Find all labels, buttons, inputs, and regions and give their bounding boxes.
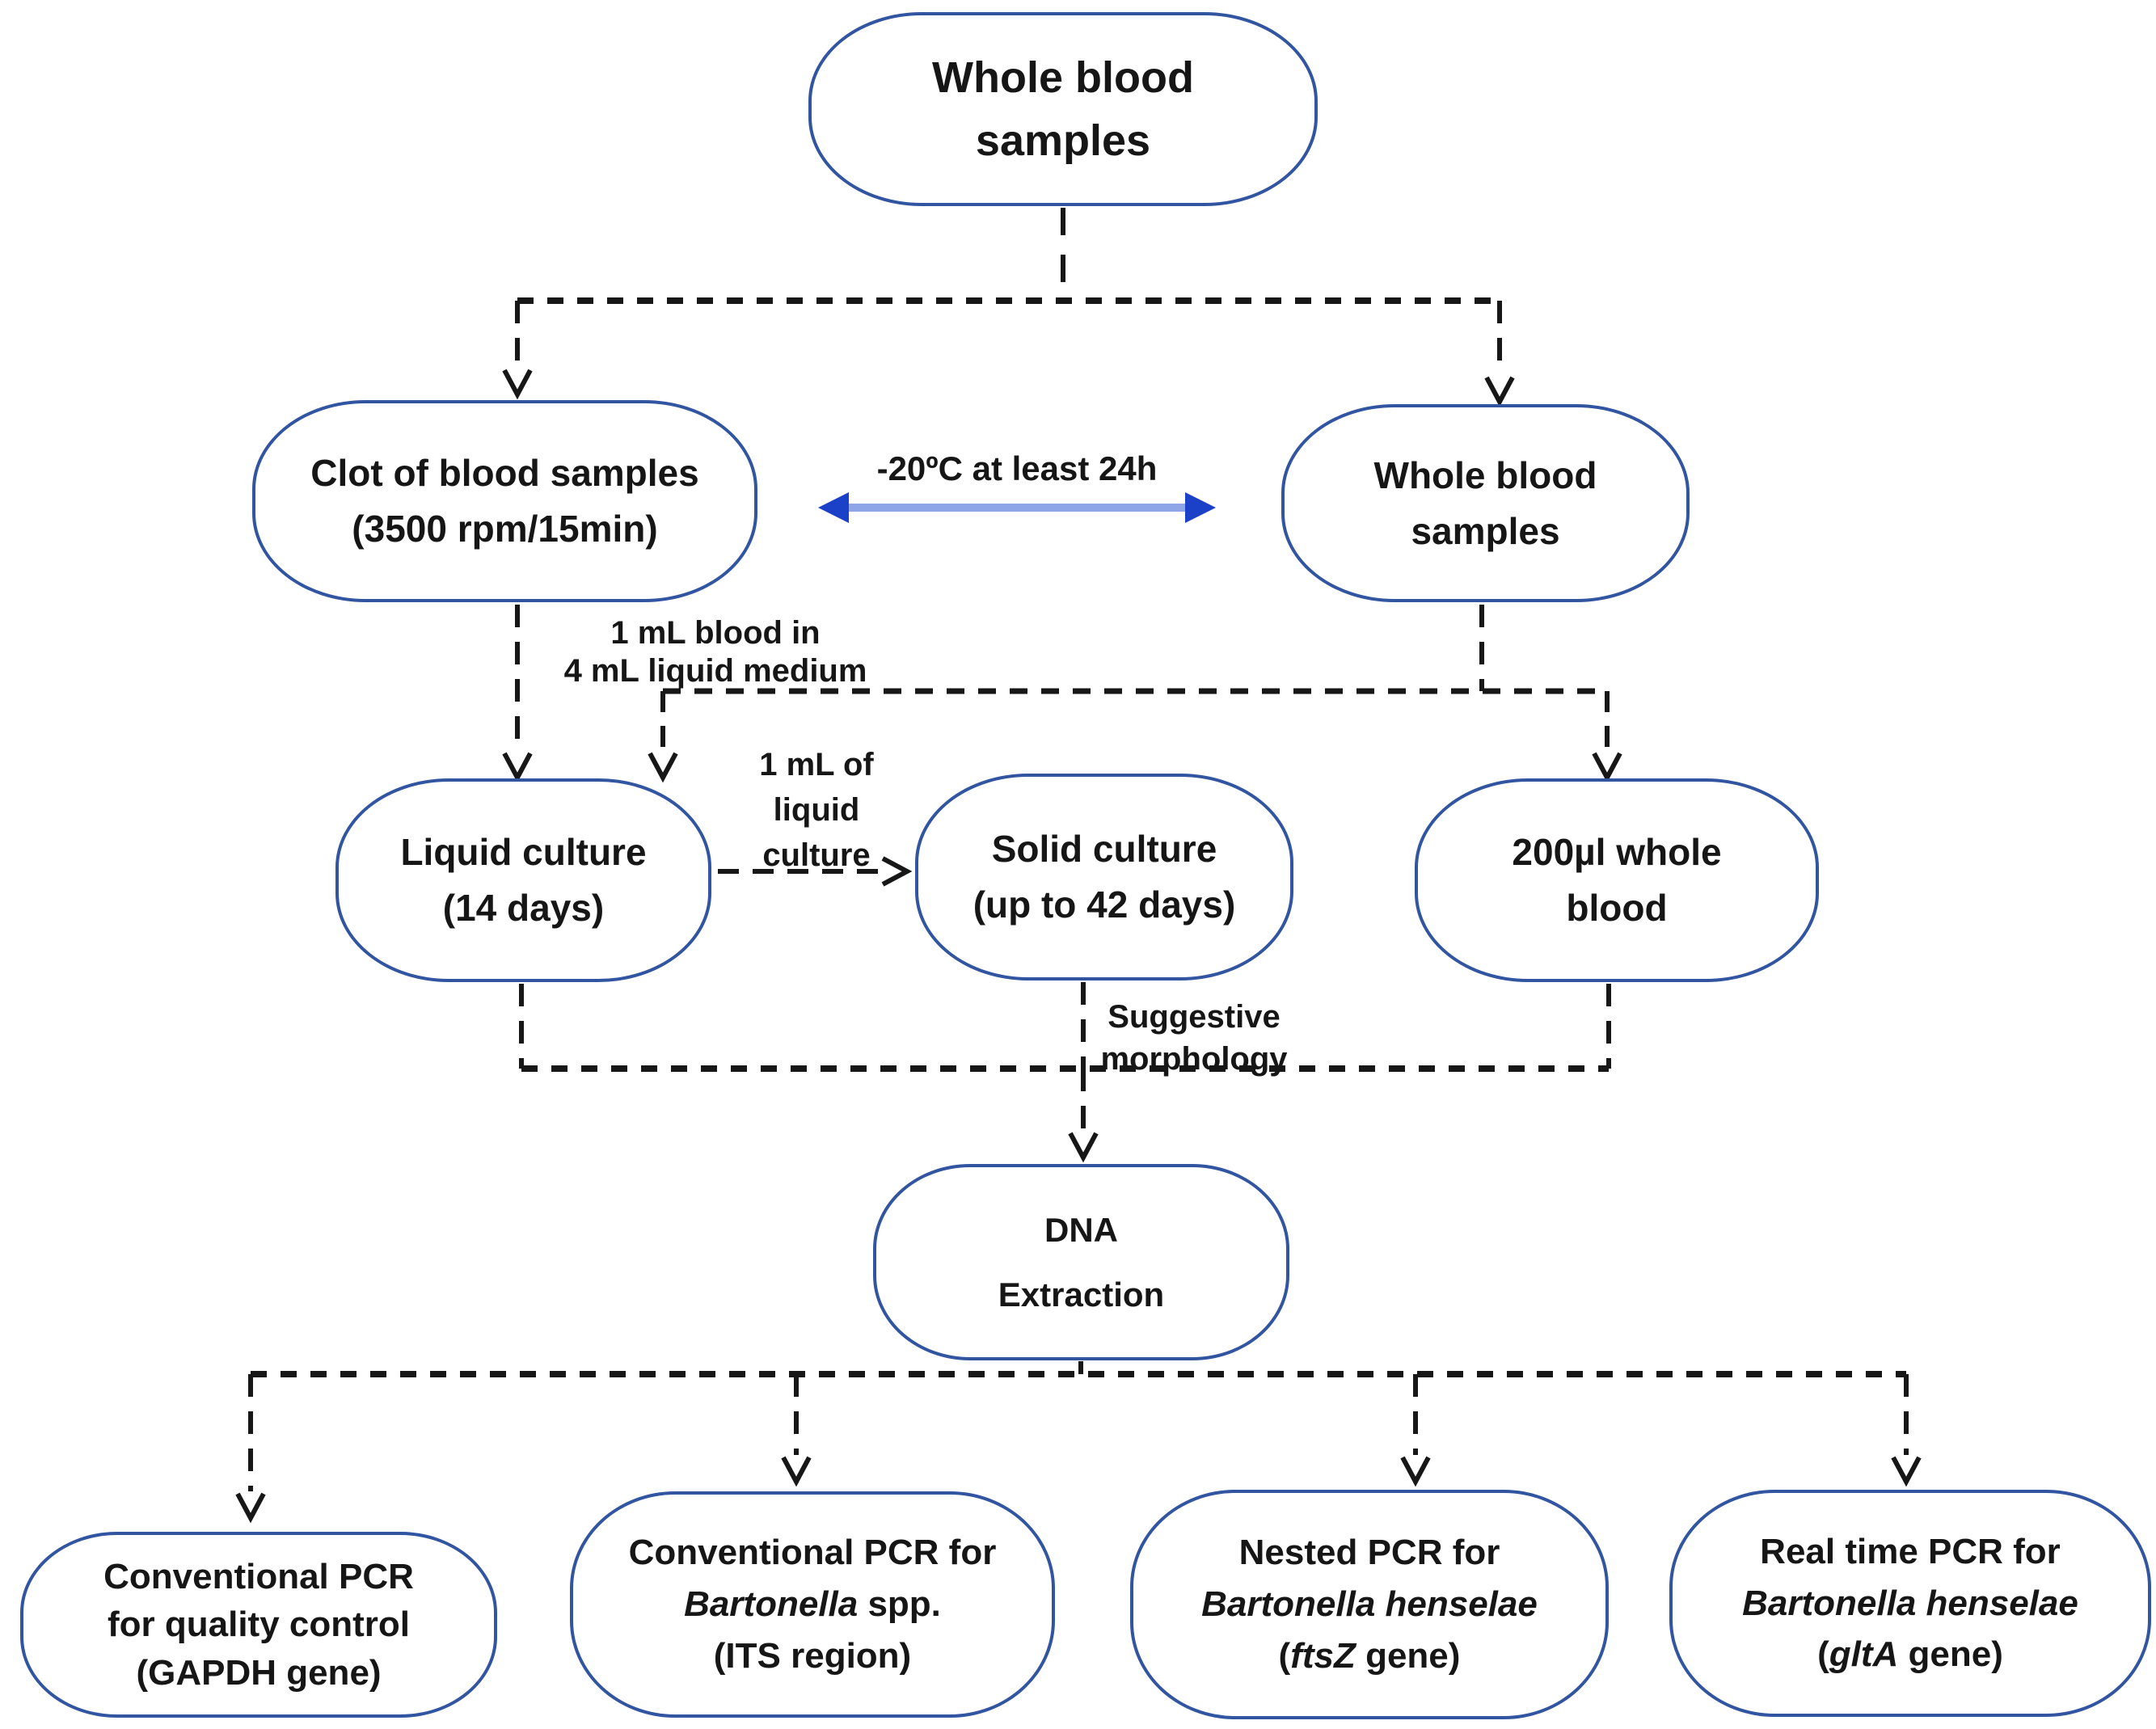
node-nested-pcr-bartonella-henselae: Nested PCR for Bartonella henselae (ftsZ… <box>1130 1490 1609 1719</box>
freeze-arrow-head-left <box>818 492 849 523</box>
node-line: (GAPDH gene) <box>136 1652 382 1693</box>
arrowhead-into-200ul <box>1592 752 1622 783</box>
node-line: Conventional PCR for <box>628 1533 997 1573</box>
node-line: (ITS region) <box>713 1635 912 1676</box>
node-conventional-pcr-bartonella-spp: Conventional PCR for Bartonella spp. (IT… <box>570 1491 1055 1718</box>
arrowhead-into-whole-blood-right <box>1484 376 1515 407</box>
node-line: (ftsZ gene) <box>1278 1635 1461 1676</box>
arrowhead-into-pcr-bartonella-spp <box>781 1456 812 1487</box>
node-line: (3500 rpm/15min) <box>352 508 658 550</box>
arrowhead-into-clot <box>502 369 533 400</box>
label-line: 1 mL blood in <box>610 615 821 651</box>
arrowhead-into-liquid-culture-right <box>648 752 678 783</box>
node-line: Liquid culture <box>400 831 647 873</box>
arrowhead-into-pcr-quality <box>235 1492 266 1524</box>
node-line: Real time PCR for <box>1760 1531 2061 1571</box>
node-clot-of-blood-samples: Clot of blood samples (3500 rpm/15min) <box>252 400 757 602</box>
node-real-time-pcr-bartonella-henselae: Real time PCR for Bartonella henselae (g… <box>1669 1490 2151 1717</box>
node-whole-blood-samples-right: Whole blood samples <box>1281 404 1690 602</box>
freeze-arrow-head-right <box>1185 492 1216 523</box>
node-line: (up to 42 days) <box>973 883 1236 926</box>
node-line: DNA <box>1044 1210 1118 1249</box>
node-line: Bartonella henselae <box>1201 1584 1538 1625</box>
node-200ul-whole-blood: 200µl whole blood <box>1415 778 1819 982</box>
node-line: Clot of blood samples <box>310 452 699 494</box>
arrowhead-into-liquid-culture-left <box>502 752 533 783</box>
label-suggestive-morphology: Suggestive morphology <box>1085 996 1303 1080</box>
label-line: liquid <box>773 792 860 828</box>
freeze-double-arrow <box>818 492 1216 523</box>
label-line: morphology <box>1100 1041 1288 1077</box>
node-conventional-pcr-quality-control: Conventional PCR for quality control (GA… <box>20 1532 497 1718</box>
node-line: Bartonella spp. <box>684 1584 941 1625</box>
node-line: Nested PCR for <box>1238 1533 1500 1573</box>
node-line: for quality control <box>108 1605 410 1645</box>
node-line: 200µl whole <box>1512 831 1722 873</box>
node-whole-blood-samples-top: Whole blood samples <box>808 12 1318 206</box>
node-line: Conventional PCR <box>103 1556 414 1596</box>
node-line: samples <box>975 116 1151 165</box>
node-line: (gltA gene) <box>1817 1634 2003 1675</box>
label-line: culture <box>762 837 871 873</box>
node-solid-culture: Solid culture (up to 42 days) <box>915 774 1293 980</box>
node-line: Extraction <box>998 1275 1165 1314</box>
node-line: samples <box>1411 509 1560 552</box>
node-line: Solid culture <box>991 828 1217 870</box>
label-line: 4 mL liquid medium <box>563 653 867 689</box>
arrowhead-into-pcr-nested <box>1400 1456 1431 1487</box>
node-line: (14 days) <box>442 887 605 929</box>
label-1ml-liquid-culture: 1 mL of liquid culture <box>711 742 922 878</box>
node-line: blood <box>1566 887 1668 929</box>
node-line: Bartonella henselae <box>1742 1583 2078 1623</box>
node-dna-extraction: DNA Extraction <box>873 1164 1289 1360</box>
arrowhead-into-dna <box>1068 1132 1099 1163</box>
label-freeze-24h: -20ºC at least 24h <box>876 449 1158 487</box>
label-1ml-blood-in-4ml-medium: 1 mL blood in 4 mL liquid medium <box>534 614 897 690</box>
arrowhead-into-pcr-realtime <box>1891 1456 1922 1487</box>
node-line: Whole blood <box>1373 453 1597 496</box>
node-line: Whole blood <box>932 53 1194 102</box>
arrowhead-into-solid-culture <box>881 856 913 887</box>
node-liquid-culture: Liquid culture (14 days) <box>335 778 711 982</box>
label-line: Suggestive <box>1108 999 1281 1035</box>
label-line: 1 mL of <box>759 747 874 782</box>
